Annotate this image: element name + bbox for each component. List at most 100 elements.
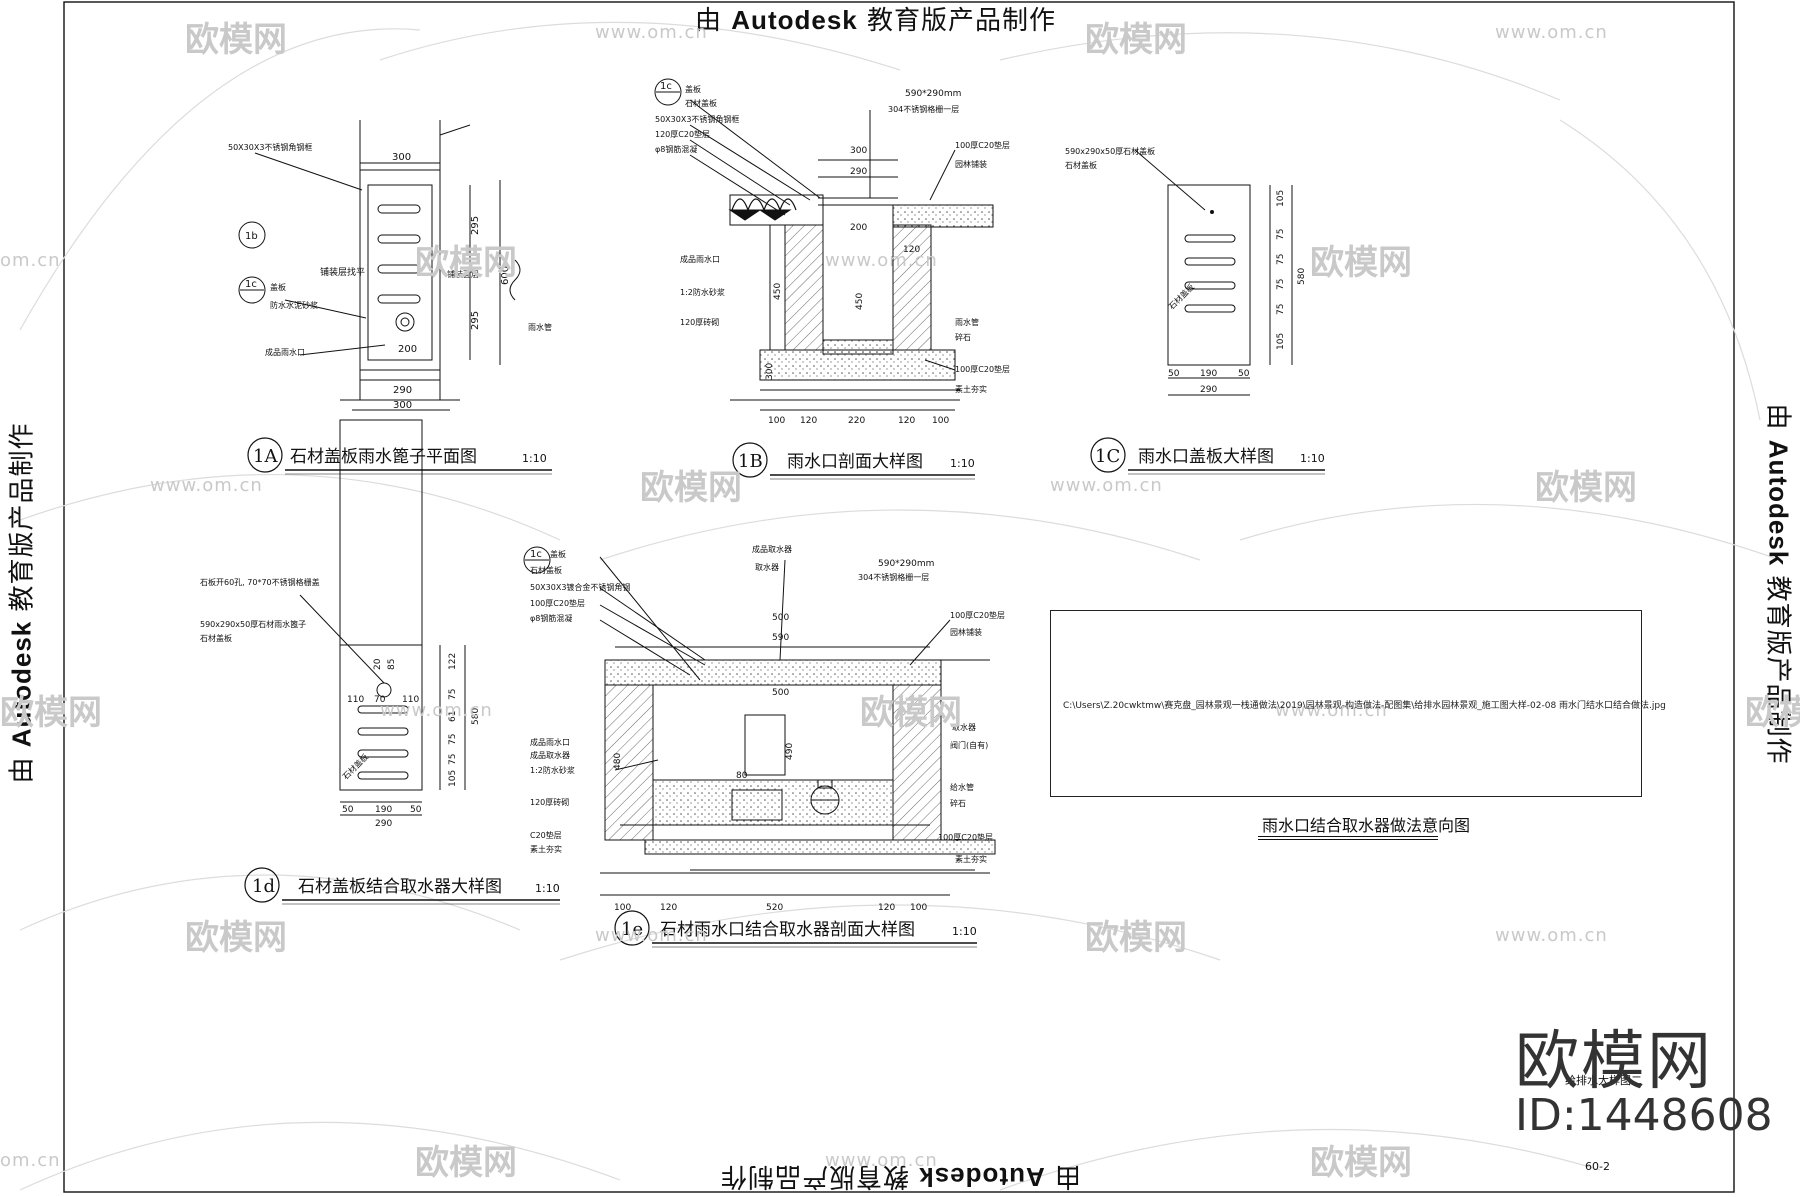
note-1B-n5: φ8钢筋混凝: [655, 144, 697, 154]
scale-1B: 1:10: [950, 457, 975, 470]
note-1e-n18: 碎石: [950, 798, 966, 808]
caption-1d: 1d 石材盖板结合取水器大样图 1:10: [244, 867, 560, 905]
brand-watermark: 欧模网: [1515, 1025, 1713, 1099]
reference-image-path: C:\Users\Z.20cwktmw\赛克盘_园林景观一栈通做法\2019\园…: [1063, 701, 1666, 711]
dim-1C-total: 580: [1297, 268, 1307, 285]
caption-underline: [1258, 836, 1438, 840]
dim-1B-top1: 590*290mm: [905, 89, 961, 99]
watermark-url: www.om.cn: [150, 475, 263, 496]
dim-1A-top: 300: [392, 152, 411, 163]
watermark-logo: 欧模网: [1535, 468, 1637, 508]
dim-1d-total: 580: [471, 708, 481, 725]
note-1A-pipe: 雨水管: [528, 322, 552, 332]
dim-1A-r1: 295: [470, 216, 481, 235]
dim-1B-w4: 120: [903, 245, 920, 255]
dim-1A-r2: 295: [470, 311, 481, 330]
scale-1C: 1:10: [1300, 452, 1325, 465]
title-1e: 石材雨水口结合取水器剖面大样图: [660, 920, 915, 940]
ref-1B-c: 1c: [660, 81, 672, 92]
dim-1B-w3: 200: [850, 223, 867, 233]
reference-image-caption: 雨水口结合取水器做法意向图: [1262, 816, 1471, 835]
watermark-url: www.om.cn: [595, 22, 708, 43]
note-1e-n10: 成品雨水口: [530, 737, 570, 747]
dim-1A-inner: 290: [393, 385, 412, 396]
watermark-url: www.om.cn: [1050, 475, 1163, 496]
dim-1d-h2: 190: [375, 805, 392, 815]
dim-1e-b4: 120: [878, 903, 895, 913]
dim-1B-h2: 450: [855, 293, 865, 310]
note-1B-n13: 素土夯实: [955, 384, 987, 394]
note-1e-n3: 50X30X3镀合金不锈钢角钢: [530, 582, 630, 592]
note-1e-n5: φ8钢筋混凝: [530, 613, 572, 623]
watermark-url: www.om.cn: [825, 1150, 938, 1171]
dim-1e-b2: 120: [660, 903, 677, 913]
watermark-logo: 欧模网: [185, 918, 287, 958]
caption-1C: 1C 雨水口盖板大样图 1:10: [1090, 437, 1325, 475]
note-1e-n13: 120厚砖砌: [530, 797, 569, 807]
dim-1C-v4: 75: [1276, 279, 1286, 290]
marker-1A: 1A: [253, 446, 278, 467]
dim-1C-v1: 105: [1276, 190, 1286, 207]
watermark-url: www.om.cn: [825, 250, 938, 271]
dim-1C-v2: 75: [1276, 229, 1286, 240]
dim-1B-b3: 220: [848, 416, 865, 426]
dim-1C-h2: 190: [1200, 369, 1217, 379]
note-1e-n20: 素土夯实: [955, 854, 987, 864]
watermark-logo: 欧模网: [415, 243, 517, 283]
label-1C-plate: 石材盖板: [1166, 282, 1196, 312]
watermark-logo: 欧模网: [1085, 918, 1187, 958]
dim-1d-v5: 75: [448, 754, 458, 765]
note-1d-1: 石板开60孔, 70*70不锈钢格栅盖: [200, 577, 320, 587]
stamp-suffix: 教育版产品制作: [867, 6, 1057, 36]
dim-1e-h1: 480: [613, 753, 623, 770]
note-1e-n8: 100厚C20垫层: [950, 610, 1005, 620]
dim-1C-v3: 75: [1276, 254, 1286, 265]
dim-1B-w1: 300: [850, 146, 867, 156]
dim-1d-r3: 110: [402, 695, 419, 705]
watermark-url-short: om.cn: [0, 1150, 61, 1171]
dim-1d-v1: 122: [448, 653, 458, 670]
marker-1B: 1B: [738, 451, 763, 472]
sheet-border: [63, 1, 1735, 1193]
dim-1d-htotal: 290: [375, 819, 392, 829]
note-1e-n17: 给水管: [950, 782, 974, 792]
reference-image-frame: C:\Users\Z.20cwktmw\赛克盘_园林景观一栈通做法\2019\园…: [1050, 610, 1666, 797]
note-1B-n12: 100厚C20垫层: [955, 364, 1010, 374]
dim-1d-v2: 75: [448, 689, 458, 700]
scale-1e: 1:10: [952, 925, 977, 938]
dim-1C-h1: 50: [1168, 369, 1180, 379]
note-1B-n6: 100厚C20垫层: [955, 140, 1010, 150]
note-1e-n15: 素土夯实: [530, 844, 562, 854]
dim-1B-b1: 100: [768, 416, 785, 426]
caption-1e: 1e 石材雨水口结合取水器剖面大样图 1:10: [614, 910, 977, 948]
dim-1d-c1: 20: [373, 658, 383, 670]
title-1C: 雨水口盖板大样图: [1138, 447, 1274, 467]
dim-1e-w1: 500: [772, 613, 789, 623]
dim-1B-w2: 290: [850, 167, 867, 177]
title-1d: 石材盖板结合取水器大样图: [298, 877, 502, 897]
stamp-prefix: 由: [1762, 403, 1793, 431]
dim-1d-h1: 50: [342, 805, 354, 815]
note-1B-n3: 50X30X3不锈钢角钢框: [655, 114, 739, 124]
ref-1A-c: 1c: [245, 279, 257, 290]
watermark-url: www.om.cn: [1275, 700, 1388, 721]
marker-1d: 1d: [252, 876, 275, 897]
dim-1B-b4: 120: [898, 416, 915, 426]
note-1d-3: 石材盖板: [200, 633, 232, 643]
note-1e-n12: 1:2防水砂浆: [530, 765, 575, 775]
note-1B-n8: 成品雨水口: [680, 254, 720, 264]
note-1e-n11: 成品取水器: [530, 750, 570, 760]
watermark-logo: 欧模网: [415, 1143, 517, 1183]
drawing-1B: [654, 78, 994, 411]
watermark-logo: 欧模网: [1310, 1143, 1412, 1183]
watermark-logo: 欧模网: [860, 693, 962, 733]
note-1B-n7: 园林铺装: [955, 159, 987, 169]
watermark-logo: 欧模网: [1745, 693, 1800, 733]
watermark-logo: 欧模网: [185, 20, 287, 60]
watermark-url: www.om.cn: [380, 700, 493, 721]
watermark-url: www.om.cn: [595, 925, 708, 946]
note-1e-n14: C20垫层: [530, 830, 562, 840]
note-1B-n2: 石材盖板: [685, 98, 717, 108]
dim-1e-w3: 500: [772, 688, 789, 698]
dim-1C-v6: 105: [1276, 333, 1286, 350]
